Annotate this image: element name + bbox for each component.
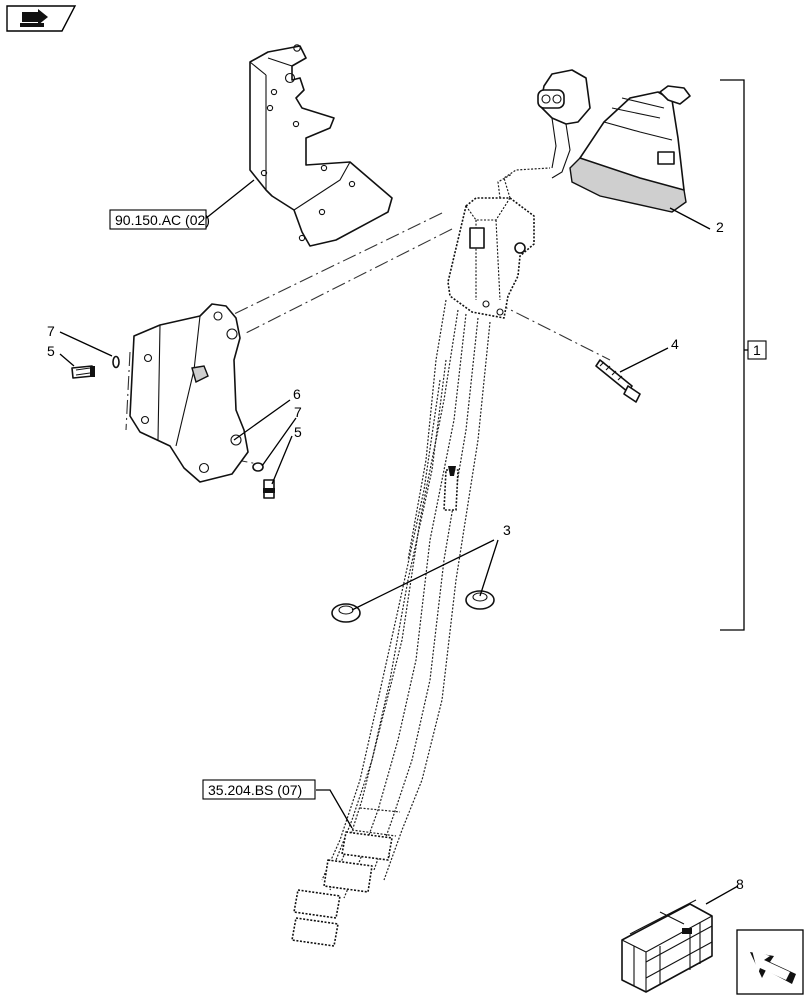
callout-1-box: 1 (747, 340, 767, 360)
callout-3: 3 (503, 522, 511, 538)
joystick-boot (569, 85, 691, 213)
hose-bundle (291, 299, 491, 947)
grommet-left (331, 603, 361, 623)
washer-right (252, 462, 264, 472)
callout-8: 8 (736, 876, 744, 892)
frame-bracket (249, 44, 393, 247)
ref-box-frame[interactable]: 90.150.AC (02) (109, 209, 210, 230)
ref-hoses-label: 35.204.BS (07) (208, 782, 302, 798)
callout-7-right: 7 (294, 404, 302, 420)
ref-box-hoses[interactable]: 35.204.BS (07) (202, 779, 316, 800)
callout-5-left: 5 (47, 343, 55, 359)
ref-frame-label: 90.150.AC (02) (115, 212, 210, 228)
mounting-plate (129, 303, 249, 483)
bolt-left (71, 365, 95, 379)
leader-lines (59, 179, 739, 905)
assembly-bracket (720, 79, 748, 631)
bolt-right (263, 479, 275, 499)
grommet-right (465, 590, 495, 610)
callout-6: 6 (293, 386, 301, 402)
callout-2: 2 (716, 219, 724, 235)
callout-5-right: 5 (294, 424, 302, 440)
long-bolt (595, 359, 641, 403)
callout-1: 1 (753, 342, 761, 358)
pilot-valve-body (447, 167, 551, 319)
next-page-arrow-icon[interactable] (736, 929, 804, 995)
washer-left (112, 355, 120, 369)
kit-crate (621, 899, 713, 993)
joystick-handle (537, 69, 591, 179)
callout-4: 4 (671, 336, 679, 352)
manual-arrow-icon[interactable] (6, 5, 77, 32)
callout-7-left: 7 (47, 323, 55, 339)
